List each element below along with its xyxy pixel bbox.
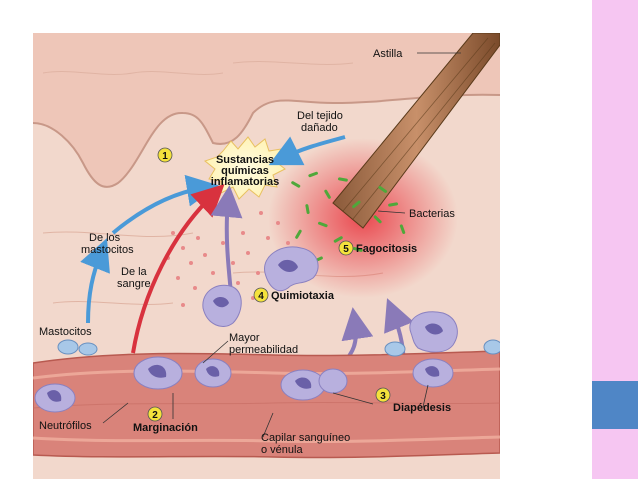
label-mast-cells: Mastocitos: [39, 326, 92, 338]
label-blood-source-1: De la: [121, 266, 148, 278]
label-chemicals-3: inflamatorias: [211, 176, 279, 188]
neutrophil-cells: [34, 356, 454, 413]
step-badge-3: 3: [375, 387, 391, 403]
svg-text:1: 1: [162, 151, 168, 162]
label-chemicals-1: Sustancias: [216, 154, 274, 166]
label-phagocytosis: Fagocitosis: [356, 243, 417, 255]
skin-surface-line: [33, 93, 500, 188]
splinter-shape: [332, 33, 500, 229]
phagocyte-cell: [264, 246, 319, 292]
label-permeability-1: Mayor: [229, 332, 260, 344]
label-splinter: Astilla: [373, 48, 403, 60]
svg-text:2: 2: [152, 410, 158, 421]
leader-lines: [102, 52, 461, 438]
mast-cells: [57, 339, 500, 357]
accent-block: [592, 381, 638, 429]
arrow-from-blood: [131, 183, 225, 354]
label-permeability-2: permeabilidad: [229, 344, 298, 356]
label-chemicals-2: químicas: [221, 165, 269, 177]
label-damaged-tissue-2: dañado: [301, 122, 338, 134]
bacteria-group: [283, 171, 406, 269]
label-mast-source-1: De los: [89, 232, 121, 244]
label-bacteria: Bacterias: [409, 208, 455, 220]
label-blood-source-2: sangre: [117, 278, 151, 290]
step-badge-5: 5: [338, 240, 354, 256]
step-badge-4: 4: [253, 287, 269, 303]
label-mast-source-2: mastocitos: [81, 244, 134, 256]
diapedesis-cell-right: [409, 311, 458, 353]
step-badge-2: 2: [147, 406, 163, 422]
label-margination: Marginación: [133, 422, 198, 434]
arrow-chemotaxis: [210, 185, 243, 294]
label-damaged-tissue-1: Del tejido: [297, 110, 343, 122]
svg-text:5: 5: [343, 244, 349, 255]
label-chemotaxis: Quimiotaxia: [271, 290, 335, 302]
svg-text:3: 3: [380, 391, 386, 402]
label-capillary-1: Capilar sanguíneo: [261, 432, 350, 444]
inflammation-diagram: 1 2 3 4 5 Astilla Del tejido dañado Sust…: [33, 33, 500, 479]
label-capillary-2: o vénula: [261, 444, 303, 456]
label-neutrophils: Neutrófilos: [39, 420, 92, 432]
step-badge-1: 1: [157, 147, 173, 163]
svg-text:4: 4: [258, 291, 264, 302]
arrow-mast-cells-up: [80, 238, 110, 324]
arrow-from-damaged-tissue: [268, 135, 346, 166]
label-diapedesis: Diapédesis: [393, 402, 451, 414]
chemotaxis-cell: [202, 284, 242, 327]
